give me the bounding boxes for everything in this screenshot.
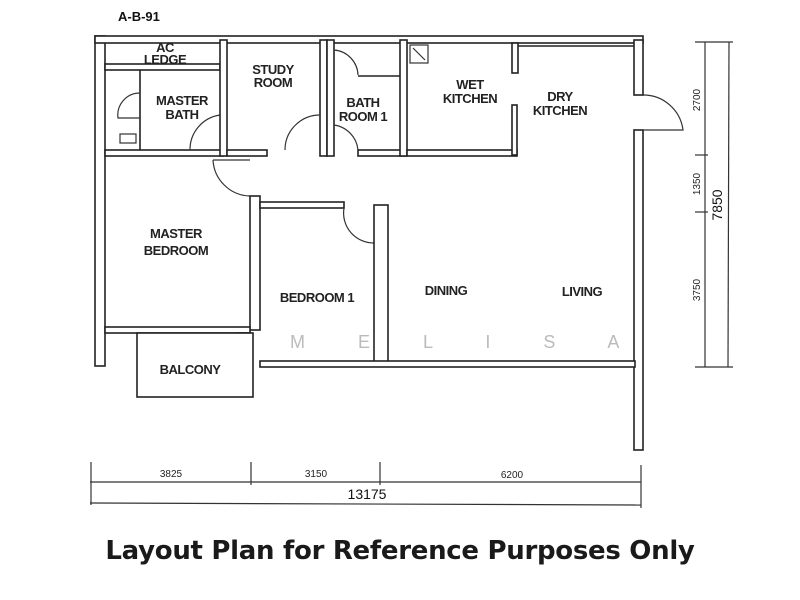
room-bath1-l1: BATH <box>346 95 379 110</box>
horizontal-dimensions: 3825 3150 6200 13175 <box>89 462 642 508</box>
wall-bath1-bottom <box>357 149 406 157</box>
watermark: M E L I S A <box>290 332 643 352</box>
room-balcony: BALCONY <box>160 362 222 377</box>
room-master-bedroom-l2: BEDROOM <box>144 243 208 258</box>
study-door-swing <box>284 114 321 151</box>
wall-bedroom1-left <box>249 195 261 331</box>
caption: Layout Plan for Reference Purposes Only <box>105 536 695 566</box>
wall-right-upper <box>633 39 644 96</box>
dim-h-1: 3825 <box>160 469 183 480</box>
dim-h-total-line <box>89 502 642 506</box>
master-bedroom-door-swing <box>212 159 251 197</box>
room-wet-kitchen-l2: KITCHEN <box>443 91 497 106</box>
wall-master-bath-bottom <box>104 149 224 157</box>
sink-icon-mark <box>412 47 426 61</box>
wall-wet-kitchen-bottom <box>406 149 518 157</box>
room-ac-ledge-l2: LEDGE <box>144 52 187 67</box>
dim-v-1: 2700 <box>692 88 703 111</box>
room-master-bath-l2: BATH <box>165 107 198 122</box>
wall-kitchen-divider-upper <box>511 42 519 74</box>
room-dining: DINING <box>425 283 468 298</box>
bath-door-swing <box>333 124 359 151</box>
master-bath-door-swing <box>189 114 221 151</box>
dim-v-total-line <box>727 41 730 368</box>
room-ac-ledge-l1: AC <box>156 40 175 55</box>
dim-v-3: 3750 <box>692 278 703 301</box>
wall-master-bedroom-window <box>104 326 251 334</box>
room-dry-kitchen-l2: KITCHEN <box>533 103 587 118</box>
room-study-l1: STUDY <box>252 62 294 77</box>
wall-top <box>94 35 644 44</box>
room-study-l2: ROOM <box>254 75 292 90</box>
room-living: LIVING <box>562 284 603 299</box>
wall-study-left <box>219 39 228 157</box>
sink-icon <box>409 44 429 64</box>
wall-left <box>94 35 106 367</box>
room-wet-kitchen-l1: WET <box>456 77 484 92</box>
dim-v-2: 1350 <box>692 172 703 195</box>
dim-h-total: 13175 <box>348 486 387 502</box>
dim-h-2: 3150 <box>305 469 328 480</box>
bedroom1-door-swing <box>342 207 375 244</box>
wall-bedroom1-top <box>259 201 345 209</box>
main-door-swing <box>642 94 684 131</box>
unit-code: A-B-91 <box>118 9 160 24</box>
room-dry-kitchen-l1: DRY <box>547 89 573 104</box>
master-bath-door <box>117 92 141 119</box>
wall-window-front <box>259 360 636 368</box>
room-master-bath-l1: MASTER <box>156 93 209 108</box>
vertical-dimensions: 2700 1350 3750 7850 <box>692 41 733 368</box>
dim-h-3: 6200 <box>501 470 524 481</box>
room-bedroom-1: BEDROOM 1 <box>280 290 355 305</box>
wall-study-bottom <box>226 149 268 157</box>
wall-kitchen-divider-lower <box>511 104 518 156</box>
wall-bath1-right <box>399 39 408 157</box>
wall-study-right <box>319 39 328 157</box>
room-master-bedroom-l1: MASTER <box>150 226 203 241</box>
balcony-outline <box>136 332 254 398</box>
bath-door-top <box>333 49 359 76</box>
dim-v-total: 7850 <box>709 189 725 220</box>
wall-bath1-left <box>326 39 335 157</box>
wall-right-lower <box>633 129 644 451</box>
toilet-icon <box>119 133 137 144</box>
room-bath1-l2: ROOM 1 <box>339 109 388 124</box>
